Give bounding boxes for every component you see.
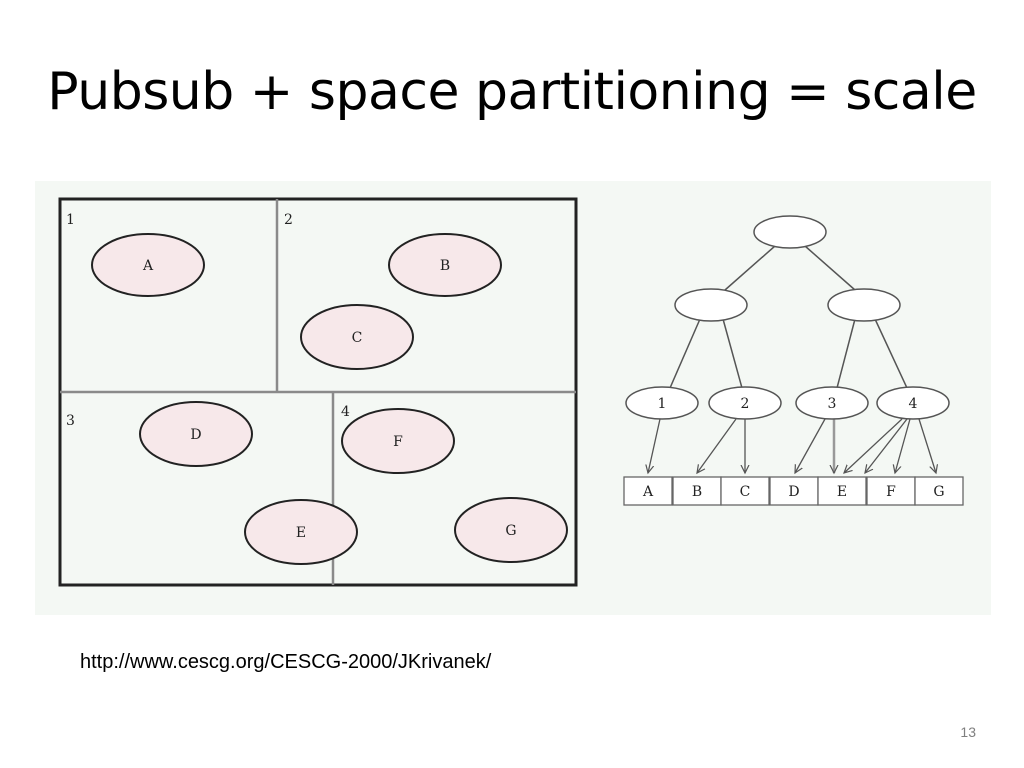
tree-bucket-label-b: B: [692, 484, 702, 500]
tree-bucket-row: A B C D E F G: [623, 476, 964, 506]
object-b: B: [388, 233, 502, 297]
partition-map: 1 2 3 4 A B C D E F G: [58, 197, 578, 587]
tree-leaf-node-2: 2: [708, 386, 782, 420]
object-label-d: D: [190, 427, 201, 443]
object-label-f: F: [393, 434, 403, 450]
page-number: 13: [960, 724, 976, 740]
tree-inner-node-right: [827, 288, 901, 322]
tree-bucket-a: A: [623, 476, 673, 506]
tree-leaf-node-3: 3: [795, 386, 869, 420]
object-label-e: E: [296, 525, 306, 541]
object-e: E: [244, 499, 358, 565]
object-label-a: A: [142, 258, 154, 274]
tree-leaf-label-1: 1: [658, 396, 667, 412]
tree-bucket-label-f: F: [886, 484, 896, 500]
tree-root-node: [753, 215, 827, 249]
region-label-3: 3: [66, 413, 75, 429]
tree-bucket-g: G: [914, 476, 964, 506]
space-partitioning-diagram: 1 2 3 4 A B C D E F G: [35, 181, 991, 615]
tree-leaf-label-3: 3: [828, 396, 837, 412]
region-label-4: 4: [341, 404, 350, 420]
object-label-b: B: [440, 258, 450, 274]
tree-bucket-b: B: [672, 476, 722, 506]
tree-bucket-label-c: C: [740, 484, 751, 500]
object-c: C: [300, 304, 414, 370]
tree-leaf-label-4: 4: [909, 396, 918, 412]
region-label-2: 2: [284, 212, 293, 228]
object-a: A: [91, 233, 205, 297]
source-link[interactable]: http://www.cescg.org/CESCG-2000/JKrivane…: [80, 651, 492, 673]
tree-bucket-d: D: [769, 476, 819, 506]
partition-tree: 1 2 3 4 A B C: [623, 215, 964, 506]
tree-leaf-node-4: 4: [876, 386, 950, 420]
tree-bucket-e: E: [817, 476, 867, 506]
tree-leaf-node-1: 1: [625, 386, 699, 420]
tree-edges: [669, 245, 908, 389]
tree-bucket-label-a: A: [642, 484, 654, 500]
tree-leaf-label-2: 2: [741, 396, 750, 412]
object-f: F: [341, 408, 455, 474]
tree-bucket-label-d: D: [788, 484, 799, 500]
region-label-1: 1: [66, 212, 75, 228]
object-label-g: G: [505, 523, 516, 539]
object-label-c: C: [352, 330, 363, 346]
tree-bucket-f: F: [866, 476, 916, 506]
tree-bucket-c: C: [720, 476, 770, 506]
tree-bucket-label-g: G: [933, 484, 944, 500]
object-d: D: [139, 401, 253, 467]
object-g: G: [454, 497, 568, 563]
tree-arrows: [648, 418, 936, 473]
slide-title: Pubsub + space partitioning = scale: [47, 62, 977, 122]
tree-inner-node-left: [674, 288, 748, 322]
tree-bucket-label-e: E: [837, 484, 847, 500]
